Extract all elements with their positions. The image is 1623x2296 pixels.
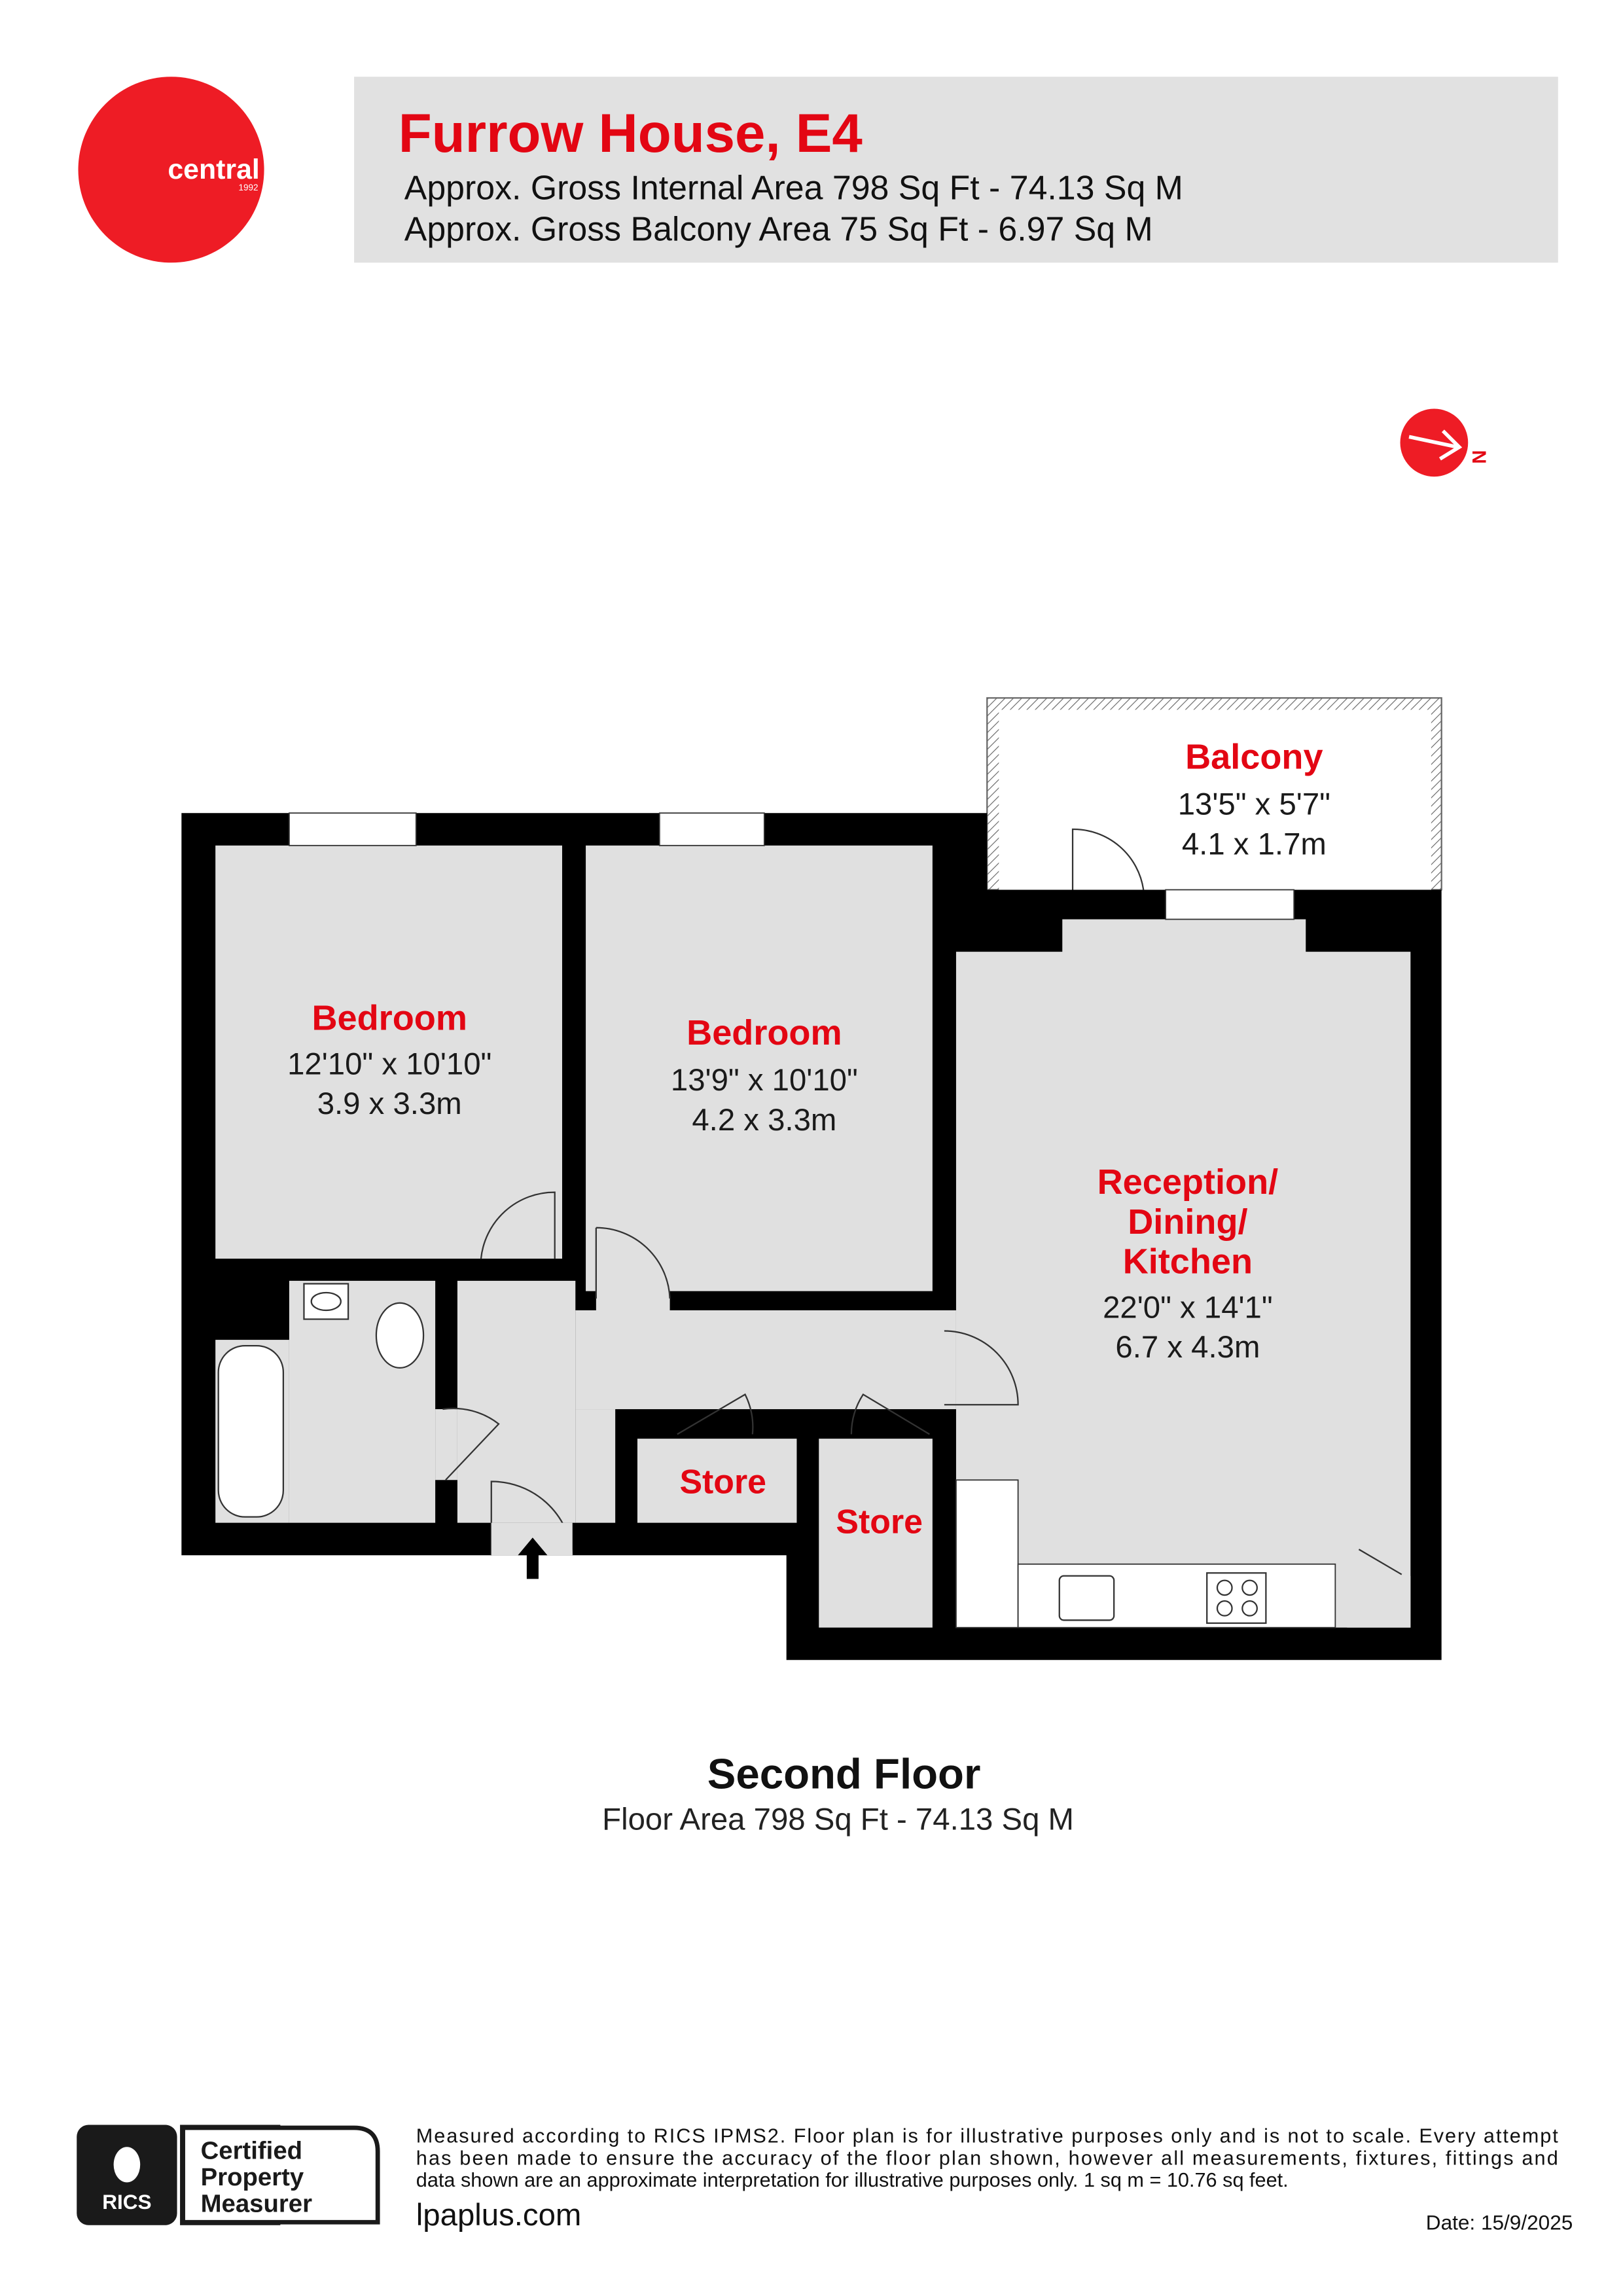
central-logo: central 1992 — [78, 77, 264, 263]
room-label-store-2: Store — [836, 1502, 923, 1540]
gross-internal-area: Approx. Gross Internal Area 798 Sq Ft - … — [404, 168, 1183, 206]
bedroom-1 — [215, 845, 562, 1259]
disclaimer: data shown are an approximate interpreta… — [416, 2169, 1289, 2191]
window — [289, 812, 417, 846]
room-label-reception: Kitchen — [1123, 1242, 1253, 1282]
floor-area: Floor Area 798 Sq Ft - 74.13 Sq M — [602, 1803, 1074, 1837]
room-dims: 4.1 x 1.7m — [1182, 827, 1327, 861]
reception — [955, 952, 1411, 1628]
store-1 — [637, 1439, 797, 1523]
header-box: Furrow House, E4 Approx. Gross Internal … — [354, 77, 1558, 263]
room-dims: 12'10" x 10'10" — [287, 1047, 491, 1081]
disclaimer: has been made to ensure the accuracy of … — [416, 2147, 1558, 2169]
website-link[interactable]: lpaplus.com — [416, 2198, 582, 2233]
room-dims: 3.9 x 3.3m — [317, 1086, 462, 1121]
window — [1165, 889, 1295, 920]
room-label-store-1: Store — [679, 1463, 766, 1501]
window — [658, 812, 765, 846]
room-dims: 13'5" x 5'7" — [1178, 787, 1330, 821]
room-label-reception: Reception/ — [1097, 1162, 1279, 1202]
room-dims: 6.7 x 4.3m — [1115, 1330, 1260, 1365]
room-dims: 13'9" x 10'10" — [671, 1063, 858, 1098]
floor-title: Second Floor — [707, 1749, 981, 1797]
svg-text:RICS: RICS — [102, 2190, 151, 2214]
room-label-reception: Dining/ — [1128, 1202, 1247, 1242]
hallway — [457, 1280, 576, 1523]
bedroom-2 — [586, 845, 933, 1291]
entrance-arrow-icon — [518, 1537, 548, 1579]
svg-text:Property: Property — [201, 2163, 304, 2191]
svg-text:Measurer: Measurer — [201, 2189, 312, 2217]
room-dims: 22'0" x 14'1" — [1103, 1290, 1273, 1325]
property-title: Furrow House, E4 — [399, 102, 863, 164]
floor-plan: Bedroom 12'10" x 10'10" 3.9 x 3.3m Bedro… — [181, 697, 1442, 1660]
gross-balcony-area: Approx. Gross Balcony Area 75 Sq Ft - 6.… — [404, 209, 1153, 247]
svg-text:central: central — [168, 154, 259, 185]
svg-text:1992: 1992 — [238, 183, 258, 192]
date: Date: 15/9/2025 — [1426, 2211, 1573, 2234]
north-arrow-icon: N — [1400, 408, 1489, 477]
disclaimer: Measured according to RICS IPMS2. Floor … — [416, 2125, 1558, 2147]
room-label-bedroom-1: Bedroom — [312, 999, 467, 1038]
room-label-bedroom-2: Bedroom — [687, 1013, 842, 1052]
svg-text:N: N — [1468, 450, 1489, 464]
store-2 — [819, 1439, 933, 1628]
room-dims: 4.2 x 3.3m — [692, 1103, 836, 1138]
rics-badge: RICS Certified Property Measurer — [77, 2125, 380, 2225]
room-label-balcony: Balcony — [1185, 738, 1323, 777]
svg-text:Certified: Certified — [201, 2136, 302, 2164]
